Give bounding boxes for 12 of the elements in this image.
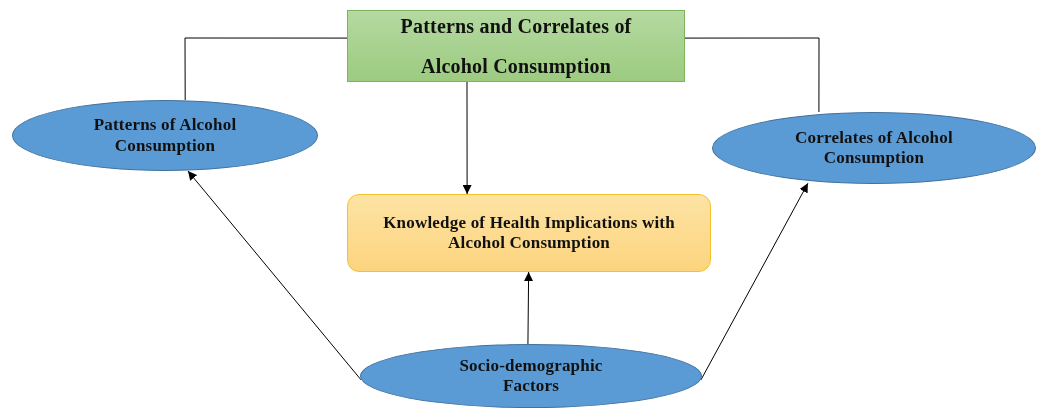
arrow (462, 81, 472, 195)
node-label: Patterns of Alcohol Consumption (92, 115, 238, 156)
node-label: Correlates of Alcohol Consumption (794, 127, 954, 169)
title-box (347, 10, 685, 82)
outcome-box (347, 194, 711, 272)
node-label: Socio-demographic Factors (458, 355, 604, 397)
arrow (187, 170, 362, 381)
arrow (524, 271, 534, 345)
node-label: Patterns and Correlates of Alcohol Consumption (399, 14, 633, 80)
node-label: Knowledge of Health Implications with Alcohol Consumption (382, 212, 676, 254)
connector-line (684, 37, 820, 113)
connector-line (184, 37, 348, 101)
